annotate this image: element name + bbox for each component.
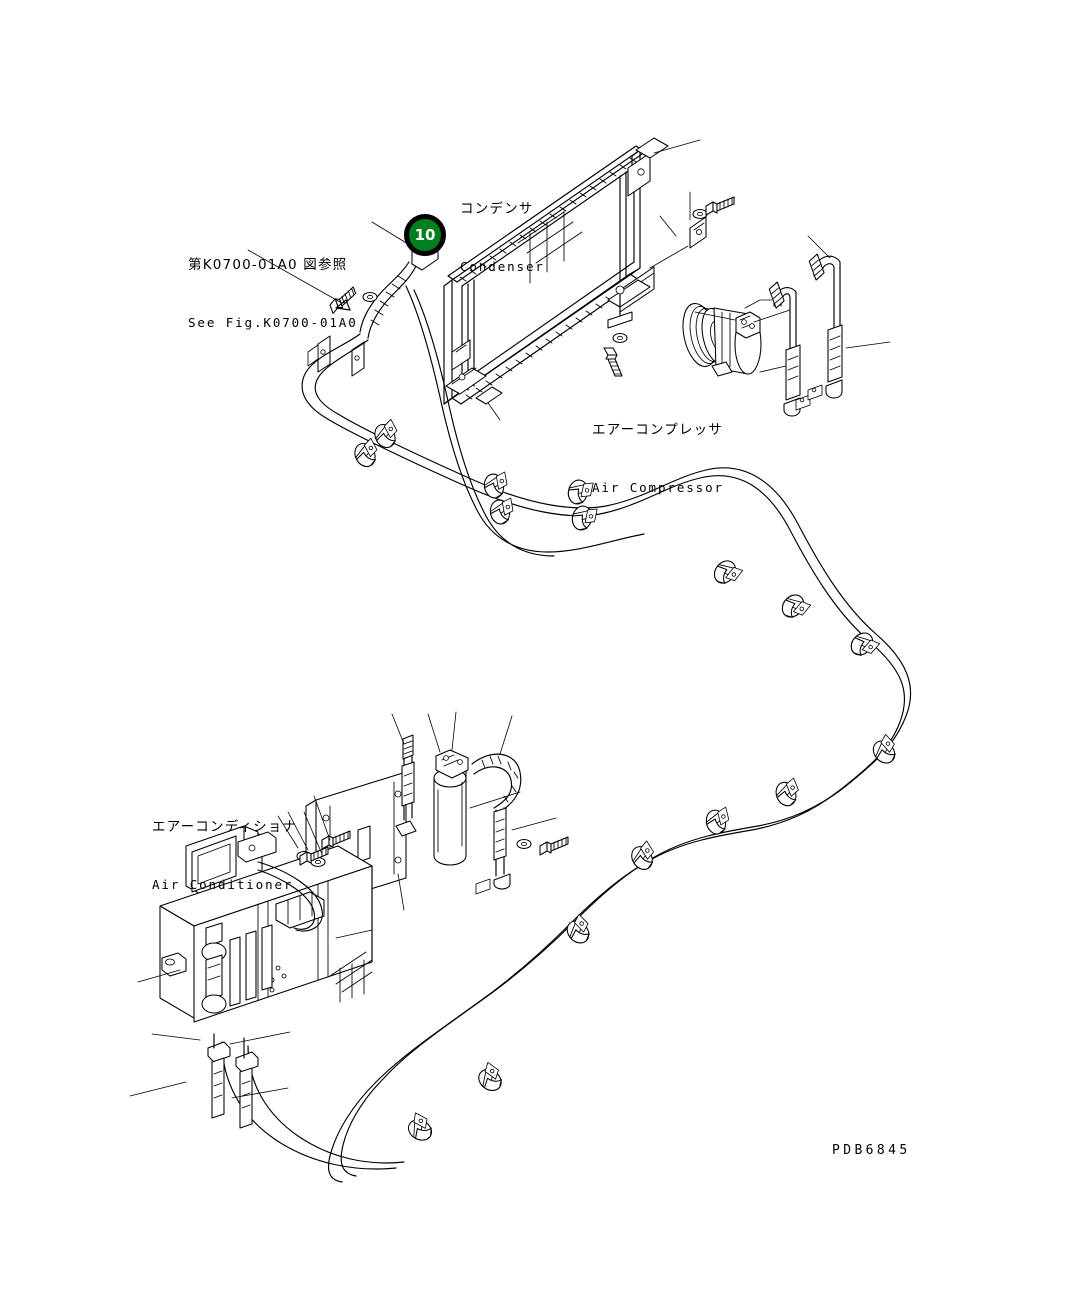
refrigerant-hose-routing (221, 285, 912, 1183)
air-conditioner-label-en: Air Conditioner (152, 877, 294, 893)
condenser-label-jp: コンデンサ (460, 200, 534, 217)
air-conditioner-label: エアーコンディショナ Air Conditioner (152, 778, 297, 934)
air-compressor-label-en: Air Compressor (592, 480, 724, 496)
see-fig-reference-en: See Fig.K0700-01A0 (188, 315, 358, 331)
condenser-label-en: Condenser (460, 259, 545, 275)
see-fig-reference-jp: 第K0700-01A0 図参照 (188, 256, 348, 273)
ac-bracket-fasteners (287, 811, 329, 868)
air-compressor-label: エアーコンプレッサ Air Compressor (592, 381, 724, 537)
air-conditioner-unit (129, 825, 373, 1129)
condenser-assembly (443, 137, 701, 421)
condenser-label: コンデンサ Condenser (460, 160, 545, 316)
see-fig-reference: 第K0700-01A0 図参照 See Fig.K0700-01A0 (188, 216, 358, 372)
callout-badge-10-label: 10 (414, 226, 436, 244)
air-compressor-assembly (682, 299, 791, 377)
drawing-number: PDB6845 (832, 1143, 911, 1158)
callout-badge-10[interactable]: 10 (404, 214, 446, 256)
air-conditioner-label-jp: エアーコンディショナ (152, 818, 298, 835)
condenser-upper-fasteners (659, 191, 735, 249)
compressor-hose-pair (759, 235, 891, 417)
air-compressor-label-jp: エアーコンプレッサ (592, 421, 724, 438)
